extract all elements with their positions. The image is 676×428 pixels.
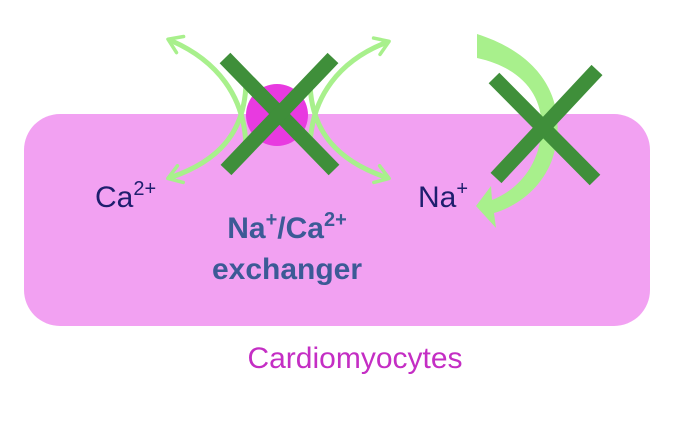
- cell-type-caption: Cardiomyocytes: [247, 342, 462, 375]
- cross-icon: [488, 64, 603, 186]
- na-influx-arrow-down: [307, 77, 391, 185]
- ca-efflux-arrow-up: [166, 34, 249, 153]
- cross-icon: [219, 52, 340, 176]
- ca-efflux-arrow-down: [166, 77, 249, 185]
- exchanger-arrows: [166, 34, 391, 185]
- exchanger-name-line2: exchanger: [212, 253, 362, 286]
- na-influx-arrow-up: [307, 36, 391, 153]
- na-influx-curved-arrow: [476, 34, 558, 228]
- exchanger-name-line1: Na+/Ca2+: [227, 209, 347, 245]
- calcium-ion-label: Ca2+: [95, 178, 156, 214]
- sodium-ion-label: Na+: [418, 178, 468, 214]
